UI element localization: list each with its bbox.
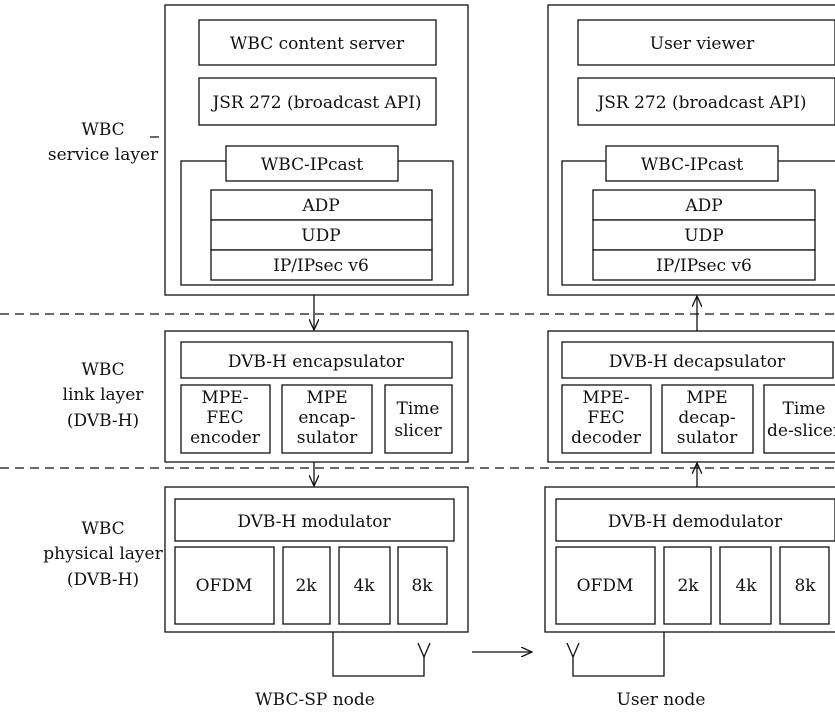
user-node-k8-label: 8k xyxy=(794,576,816,596)
sp-node-ofdm-label: OFDM xyxy=(196,576,253,596)
layers-service-1-label: service layer xyxy=(48,145,159,165)
sp-mpe-fec-encoder-box xyxy=(180,384,271,454)
layer-label-service: WBC service layer xyxy=(48,120,159,165)
sp-udp-box xyxy=(210,219,433,251)
user-ip-box xyxy=(592,249,816,281)
user-viewer-box xyxy=(577,19,835,66)
user-demodulator-box xyxy=(555,498,835,542)
user-node-ipcast-label: WBC-IPcast xyxy=(641,155,744,175)
sp-node-ip-label: IP/IPsec v6 xyxy=(273,256,369,276)
user-decapsulator-box xyxy=(561,341,834,379)
sp-node-udp-label: UDP xyxy=(301,226,340,246)
layers-physical-0-label: WBC xyxy=(81,519,124,539)
sp-node-api-label: JSR 272 (broadcast API) xyxy=(210,93,421,113)
user-node-ip-label: IP/IPsec v6 xyxy=(656,256,752,276)
layers-physical-2-label: (DVB-H) xyxy=(67,570,139,590)
sp-modulator-box xyxy=(174,498,455,542)
user-node-app-top-label: User viewer xyxy=(650,34,755,54)
sp-time-slicer-box xyxy=(384,384,453,454)
sp-adp-box xyxy=(210,189,433,221)
user-node-api-label: JSR 272 (broadcast API) xyxy=(595,93,806,113)
layer-label-physical: WBC physical layer (DVB-H) xyxy=(43,519,163,590)
sp-node-k4-label: 4k xyxy=(353,576,375,596)
user-node-udp-label: UDP xyxy=(684,226,723,246)
user-udp-box xyxy=(592,219,816,251)
sp-encapsulator-box xyxy=(180,341,453,379)
user-node: User viewer JSR 272 (broadcast API) WBC-… xyxy=(544,4,835,710)
sp-node-encap-title-label: DVB-H encapsulator xyxy=(228,352,405,372)
user-node-mpe-fec-0-label: MPE- xyxy=(582,388,629,408)
user-8k-box xyxy=(779,546,830,625)
user-node-decap-title-label: DVB-H decapsulator xyxy=(609,352,786,372)
sp-node-mpe-fec-2-label: encoder xyxy=(190,428,261,448)
sp-node-ipcast-label: WBC-IPcast xyxy=(261,155,364,175)
user-node-mpe-0-label: MPE xyxy=(686,388,727,408)
sp-node-mpe-fec-1-label: FEC xyxy=(206,408,243,428)
user-node-time-1-label: de-slicer xyxy=(767,421,835,441)
sp-node-mpe-1-label: encap- xyxy=(298,408,355,428)
user-node-demod-title-label: DVB-H demodulator xyxy=(608,512,783,532)
user-antenna-feed xyxy=(572,632,665,677)
user-4k-box xyxy=(719,546,772,625)
user-antenna-icon xyxy=(566,642,580,659)
layer-label-link: WBC link layer (DVB-H) xyxy=(63,360,145,431)
sp-node-caption: WBC-SP node xyxy=(255,690,375,710)
sp-2k-box xyxy=(282,546,331,625)
user-node-k4-label: 4k xyxy=(735,576,757,596)
user-node-k2-label: 2k xyxy=(677,576,699,596)
sp-ip-box xyxy=(210,249,433,281)
layers-service-0-label: WBC xyxy=(81,120,124,140)
sp-node-mpe-2-label: sulator xyxy=(297,428,358,448)
sp-ipcast-box xyxy=(225,145,399,182)
user-api-box xyxy=(577,77,835,126)
layers-link-2-label: (DVB-H) xyxy=(67,411,139,431)
user-node-mpe-fec-2-label: decoder xyxy=(571,428,642,448)
user-node-adp-label: ADP xyxy=(684,196,722,216)
sp-antenna-feed xyxy=(332,632,425,677)
sp-node-mod-title-label: DVB-H modulator xyxy=(237,512,391,532)
layers-physical-1-label: physical layer xyxy=(43,544,163,564)
sp-node-k2-label: 2k xyxy=(295,576,317,596)
user-ofdm-box xyxy=(555,546,656,625)
sp-node-mpe-0-label: MPE xyxy=(306,388,347,408)
sp-4k-box xyxy=(338,546,391,625)
user-node-time-0-label: Time xyxy=(783,399,826,419)
sp-node-adp-label: ADP xyxy=(301,196,339,216)
sp-node-app-top-label: WBC content server xyxy=(230,34,405,54)
user-node-mpe-2-label: sulator xyxy=(677,428,738,448)
sp-node: WBC content server JSR 272 (broadcast AP… xyxy=(164,4,469,710)
sp-node-mpe-fec-0-label: MPE- xyxy=(201,388,248,408)
user-node-ofdm-label: OFDM xyxy=(577,576,634,596)
sp-content-server-box xyxy=(198,19,437,66)
user-mpe-decapsulator-box xyxy=(661,384,754,454)
user-2k-box xyxy=(663,546,712,625)
user-node-mpe-1-label: decap- xyxy=(678,408,735,428)
user-mpe-fec-decoder-box xyxy=(561,384,652,454)
layers-link-1-label: link layer xyxy=(63,385,145,405)
user-node-caption: User node xyxy=(617,690,706,710)
sp-8k-box xyxy=(397,546,448,625)
sp-api-box xyxy=(198,77,437,126)
user-ipcast-box xyxy=(605,145,779,182)
user-node-mpe-fec-1-label: FEC xyxy=(587,408,624,428)
sp-mpe-encapsulator-box xyxy=(281,384,373,454)
sp-node-time-1-label: slicer xyxy=(394,421,442,441)
sp-node-time-0-label: Time xyxy=(397,399,440,419)
sp-node-k8-label: 8k xyxy=(411,576,433,596)
sp-antenna-icon xyxy=(417,642,431,659)
user-time-deslicer-box xyxy=(763,384,835,454)
layers-link-0-label: WBC xyxy=(81,360,124,380)
sp-ofdm-box xyxy=(174,546,275,625)
